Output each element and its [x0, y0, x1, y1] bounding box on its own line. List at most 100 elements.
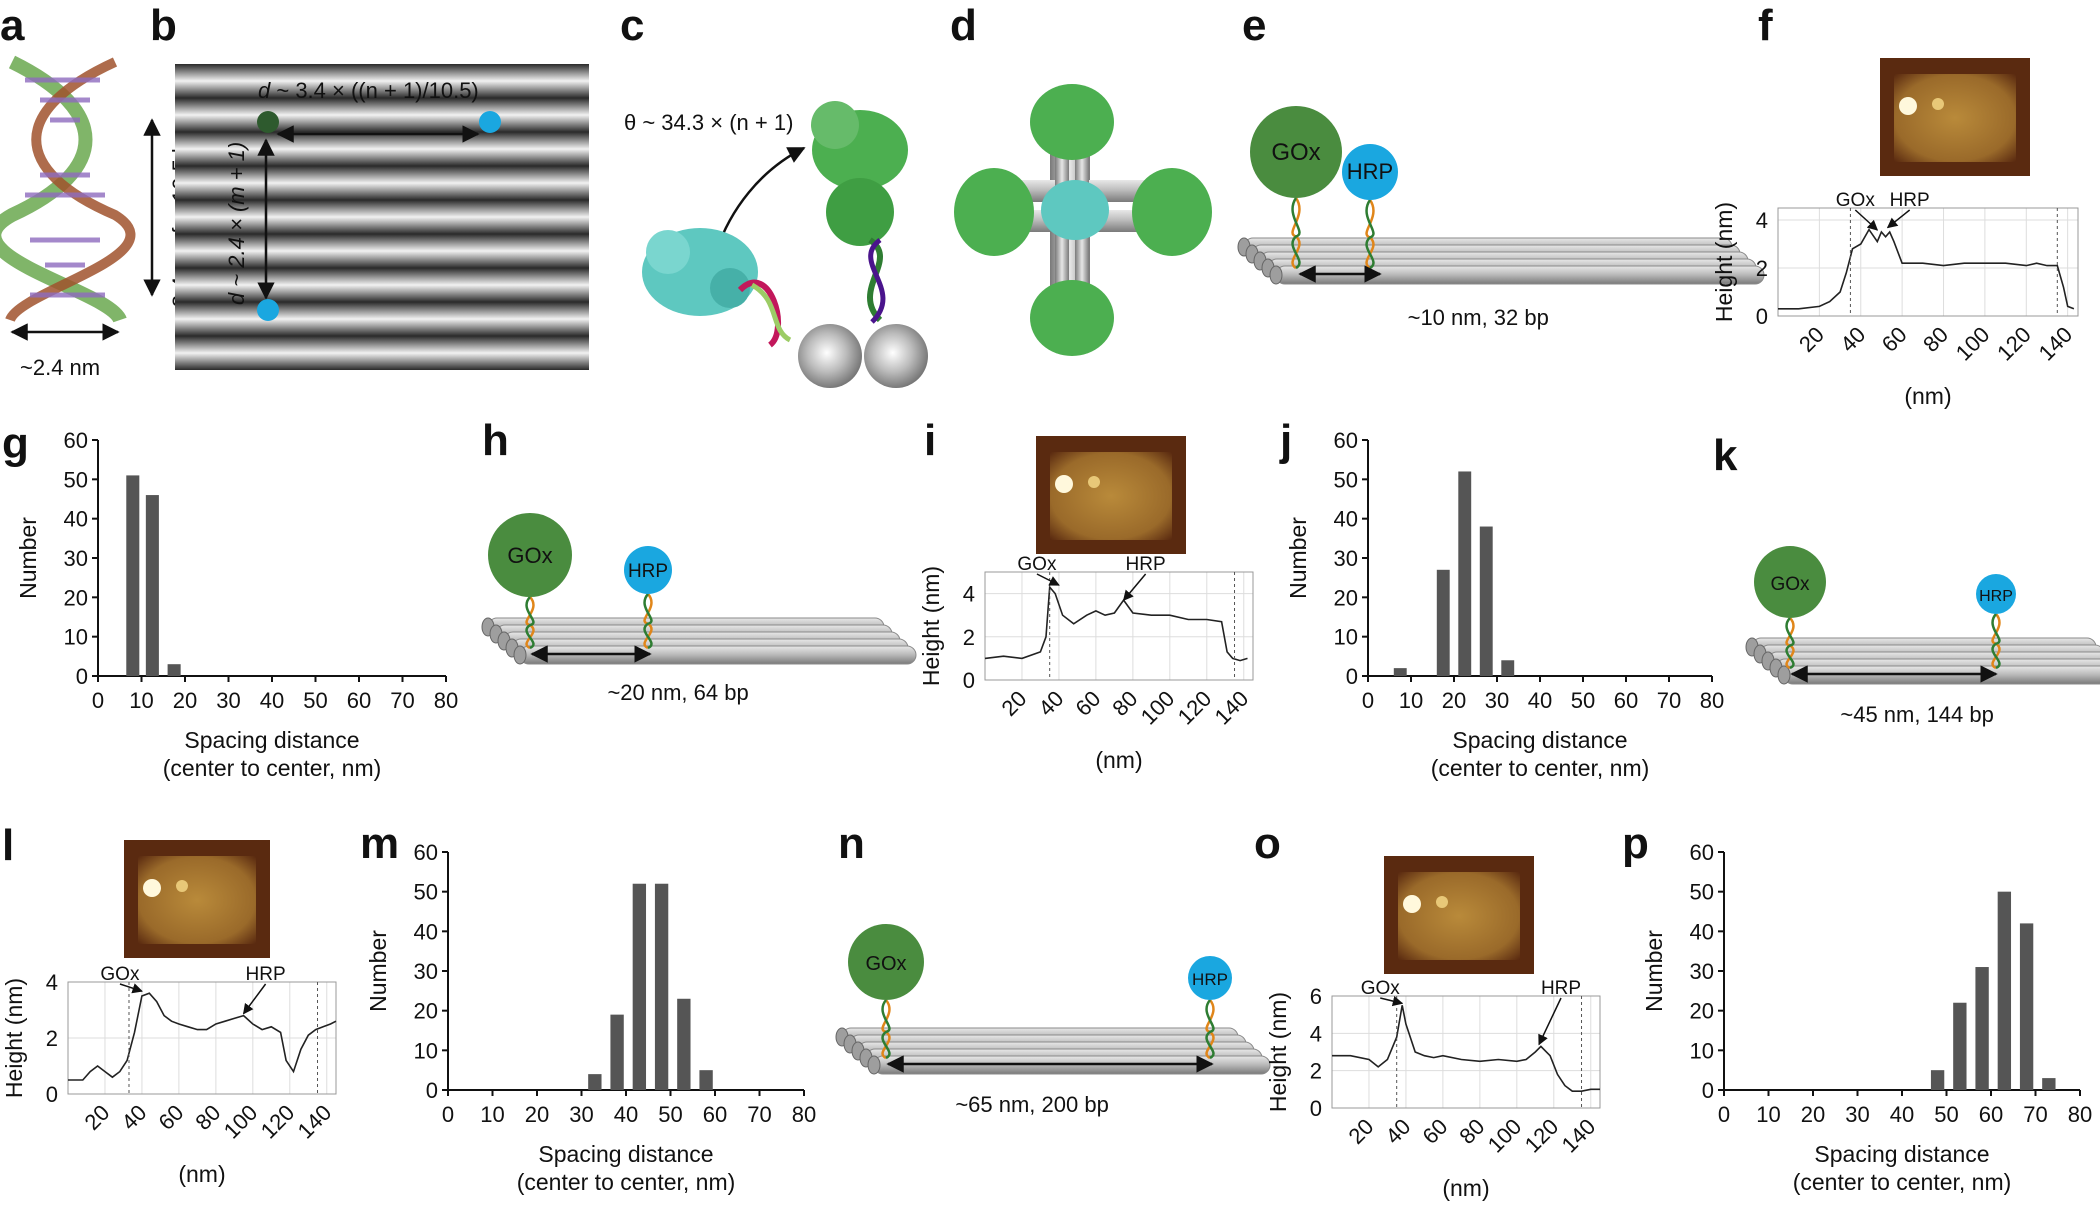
hrp-label: HRP — [1192, 970, 1228, 989]
histogram-bar — [1953, 1002, 1967, 1090]
afm-origami-tile — [1894, 74, 2016, 162]
x-tick-label: 120 — [1520, 1114, 1564, 1158]
y-tick-label: 60 — [414, 840, 438, 865]
panel-a-dna-helix: ~3.4 nm for 10.5 bp ~2.4 nm — [0, 55, 193, 380]
hrp-label: HRP — [1979, 588, 2013, 605]
helix-stripe — [175, 268, 589, 302]
dna-helix-illustration — [0, 55, 136, 324]
afm-gox-spot — [143, 879, 161, 897]
x-tick-label: 140 — [1557, 1114, 1601, 1158]
gox-annotation: GOx — [1361, 978, 1401, 999]
annotation-arrow — [1854, 209, 1879, 231]
hrp-site-marker-vertical — [257, 299, 279, 321]
y-tick-label: 30 — [414, 959, 438, 984]
helix-stripe — [175, 336, 589, 370]
hrp-annotation: HRP — [1541, 978, 1581, 999]
x-axis-label: Spacing distance — [538, 1141, 713, 1167]
x-tick-label: 10 — [129, 688, 153, 713]
panel-b-origami-lattice: d ~ 3.4 × ((n + 1)/10.5) d ~ 2.4 × (m + … — [175, 64, 589, 370]
x-tick-label: 10 — [1756, 1102, 1780, 1127]
x-tick-label: 0 — [1362, 688, 1374, 713]
y-tick-label: 10 — [1690, 1038, 1714, 1063]
helix-sphere-2 — [864, 324, 928, 388]
x-tick-label: 20 — [997, 686, 1032, 721]
histogram-bar — [126, 475, 140, 676]
y-axis-label: Number — [365, 930, 391, 1012]
panel-label-p: p — [1622, 819, 1649, 868]
b-formula-prefix: d — [258, 78, 271, 103]
x-tick-label: 140 — [1210, 686, 1254, 730]
c-angle-formula: θ ~ 34.3 × (n + 1) — [624, 110, 793, 135]
x-tick-label: 40 — [1890, 1102, 1914, 1127]
tube-end — [1269, 265, 1283, 285]
x-tick-label: 20 — [1801, 1102, 1825, 1127]
y-tick-label: 4 — [1756, 208, 1768, 233]
hrp-enzyme-sphere — [1342, 144, 1398, 200]
hrp-annotation: HRP — [1890, 190, 1930, 211]
y-tick-label: 0 — [1702, 1078, 1714, 1103]
helix-stripe — [175, 302, 589, 336]
hrp-enzyme-sphere — [1188, 956, 1232, 1000]
tube-end — [513, 645, 527, 665]
x-tick-label: 40 — [260, 688, 284, 713]
afm-hrp-spot — [1932, 98, 1944, 110]
panel-d-cross — [954, 84, 1212, 356]
gox-annotation: GOx — [1836, 190, 1876, 211]
x-tick-label: 100 — [1136, 686, 1180, 730]
gox-label: GOx — [1770, 574, 1810, 595]
panel-label-b: b — [150, 1, 177, 50]
gox-enzyme-sphere — [1754, 546, 1826, 618]
hrp-label: HRP — [628, 561, 668, 582]
x-tick-label: 10 — [1399, 688, 1423, 713]
x-axis-label-units: (center to center, nm) — [1793, 1169, 2012, 1195]
panel-labels: a b c d e f g h i j k l m n o p — [0, 1, 1773, 870]
histogram-bar — [1975, 967, 1989, 1090]
x-tick-label: 70 — [390, 688, 414, 713]
y-tick-label: 2 — [46, 1026, 58, 1051]
x-axis-label: (nm) — [1904, 383, 1951, 409]
y-tick-label: 6 — [1310, 984, 1322, 1009]
x-tick-label: 50 — [1934, 1102, 1958, 1127]
y-tick-label: 30 — [1690, 959, 1714, 984]
afm-hrp-spot — [176, 880, 188, 892]
dna-linker-strand — [1205, 999, 1215, 1060]
gox-enzyme-sphere — [488, 513, 572, 597]
afm-origami-tile — [1050, 452, 1172, 540]
histogram-bar — [610, 1014, 624, 1090]
x-tick-label: 70 — [747, 1102, 771, 1127]
x-tick-label: 80 — [434, 688, 458, 713]
annotation-arrow — [1122, 573, 1147, 602]
afm-origami-tile — [1398, 872, 1520, 960]
x-axis-label-units: (center to center, nm) — [1431, 755, 1650, 781]
dna-linker-strand — [881, 999, 891, 1060]
x-tick-label: 20 — [1442, 688, 1466, 713]
y-tick-label: 40 — [414, 919, 438, 944]
annotation-arrow — [1036, 573, 1060, 586]
b-horizontal-formula: d ~ 3.4 × ((n + 1)/10.5) — [258, 78, 479, 103]
x-tick-label: 20 — [1344, 1114, 1379, 1149]
x-tick-label: 60 — [153, 1100, 188, 1135]
x-axis-label: Spacing distance — [1814, 1141, 1989, 1167]
y-tick-label: 50 — [1690, 880, 1714, 905]
y-tick-label: 10 — [64, 625, 88, 650]
height-profile-line — [1332, 1005, 1600, 1092]
helix-stripes — [175, 64, 589, 370]
y-tick-label: 4 — [46, 970, 58, 995]
panel-label-a: a — [0, 1, 25, 50]
panel-label-j: j — [1279, 416, 1292, 465]
x-tick-label: 60 — [347, 688, 371, 713]
y-tick-label: 60 — [64, 428, 88, 453]
plot-frame — [984, 571, 1254, 681]
annotation-arrow — [119, 983, 143, 994]
y-axis-label: Height (nm) — [1, 978, 27, 1098]
x-tick-label: 80 — [2068, 1102, 2092, 1127]
dna-width-label: ~2.4 nm — [20, 355, 100, 380]
y-tick-label: 60 — [1690, 840, 1714, 865]
